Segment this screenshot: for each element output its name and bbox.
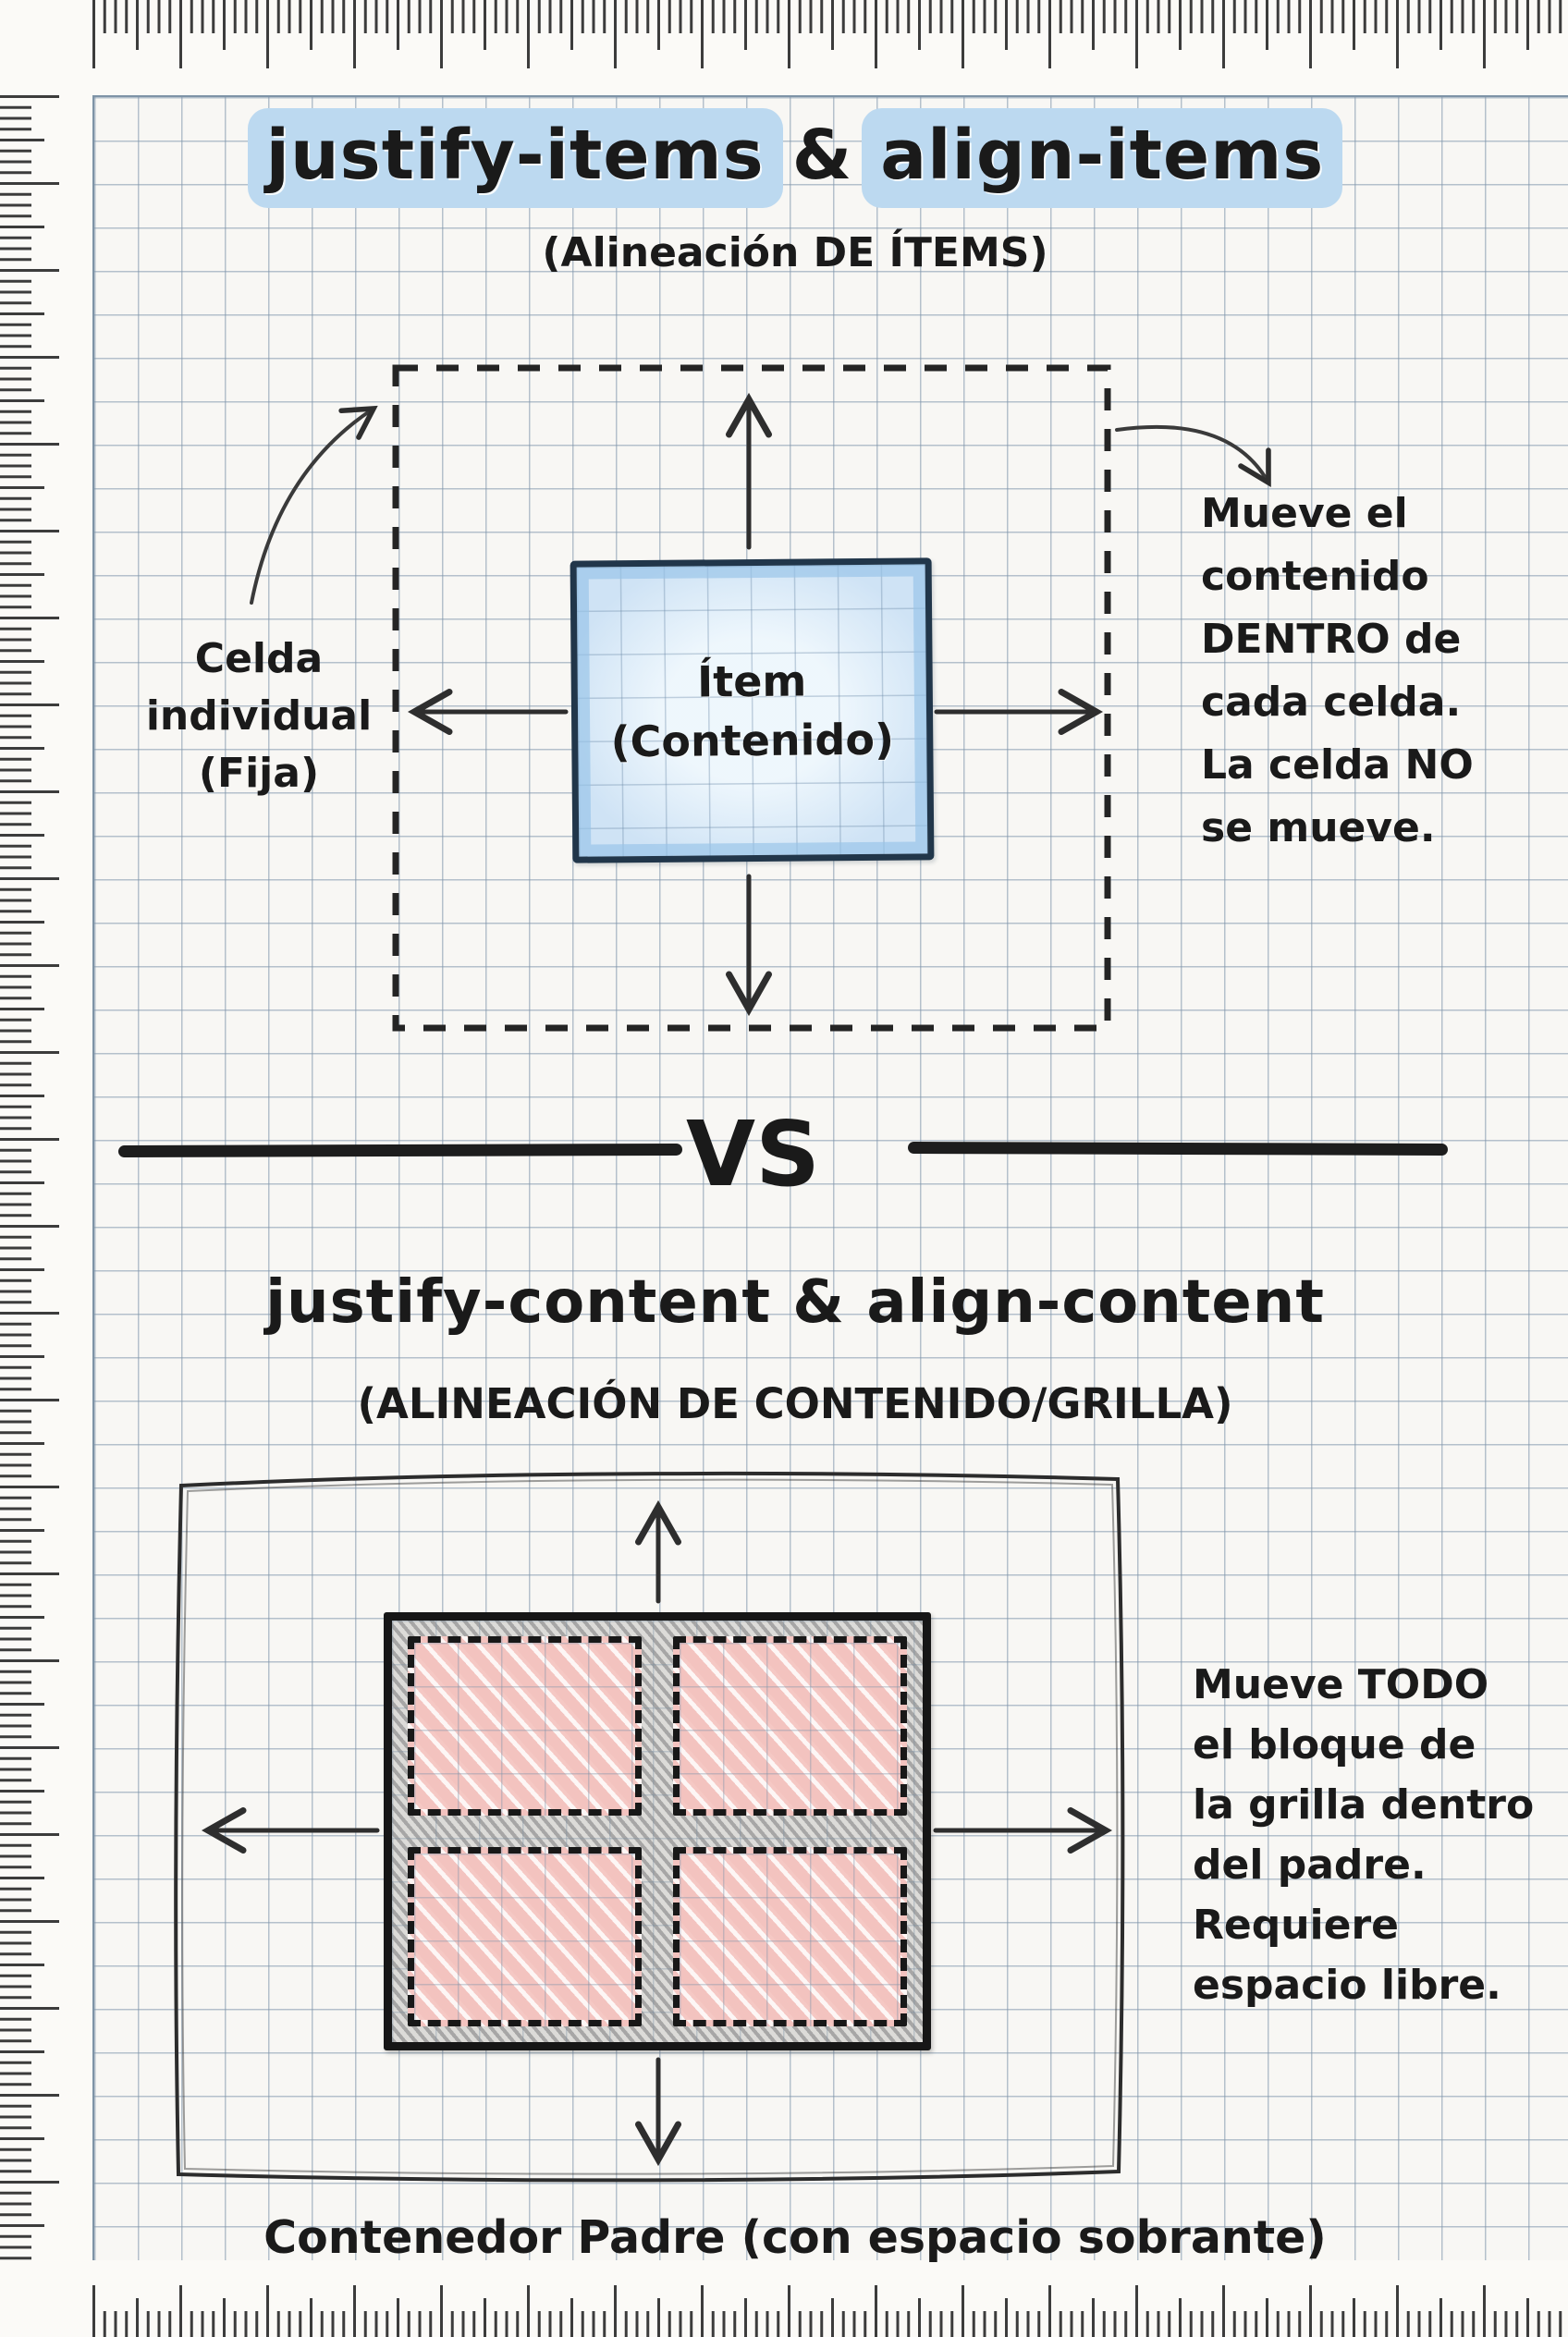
divider-line-right — [907, 1141, 1449, 1156]
top-ruler — [92, 0, 1568, 72]
grid-cell — [673, 1636, 907, 1816]
cell-label-line: (Fija) — [198, 750, 320, 797]
note-line: La celda NO — [1201, 741, 1474, 789]
grid-cell — [408, 1847, 642, 2026]
note-line: Mueve el — [1201, 490, 1408, 537]
note-line: DENTRO de — [1201, 616, 1462, 663]
section1-subtitle: (Alineación DE ÍTEMS) — [542, 229, 1048, 276]
page-title: justify-items&align-items — [92, 108, 1498, 208]
section2-subtitle: (ALINEACIÓN DE CONTENIDO/GRILLA) — [357, 1379, 1233, 1428]
title-highlight-align-items: align-items — [862, 108, 1343, 208]
note-line: la grilla dentro — [1193, 1781, 1535, 1829]
title-ampersand: & — [791, 116, 853, 195]
bottom-ruler — [92, 2283, 1568, 2337]
section1-note: Mueve el contenido DENTRO de cada celda.… — [1201, 483, 1562, 860]
item-label-line2: (Contenido) — [610, 714, 895, 766]
vs-label: VS — [686, 1102, 820, 1206]
note-line: espacio libre. — [1193, 1962, 1501, 2009]
grid-cell — [673, 1847, 907, 2026]
left-ruler — [0, 95, 61, 2260]
grid-content-block — [384, 1612, 931, 2050]
title-highlight-justify-items: justify-items — [247, 108, 783, 208]
grid-cell — [408, 1636, 642, 1816]
note-line: el bloque de — [1193, 1721, 1476, 1768]
note-line: se mueve. — [1201, 804, 1436, 851]
item-content-box: Ítem (Contenido) — [570, 557, 935, 863]
divider-line-left — [117, 1143, 683, 1158]
parent-container-caption: Contenedor Padre (con espacio sobrante) — [263, 2211, 1327, 2264]
item-label-line1: Ítem — [696, 655, 807, 707]
section2-note: Mueve TODO el bloque de la grilla dentro… — [1193, 1655, 1562, 2015]
cell-label-line: individual — [145, 692, 373, 740]
note-line: Requiere — [1193, 1902, 1400, 1949]
note-line: del padre. — [1193, 1841, 1427, 1889]
section2-title: justify-content & align-content — [265, 1268, 1325, 1337]
note-line: contenido — [1201, 553, 1429, 600]
cell-label-line: Celda — [194, 635, 324, 682]
cell-label: Celda individual (Fija) — [102, 630, 416, 802]
note-line: cada celda. — [1201, 679, 1462, 726]
note-line: Mueve TODO — [1193, 1661, 1489, 1708]
